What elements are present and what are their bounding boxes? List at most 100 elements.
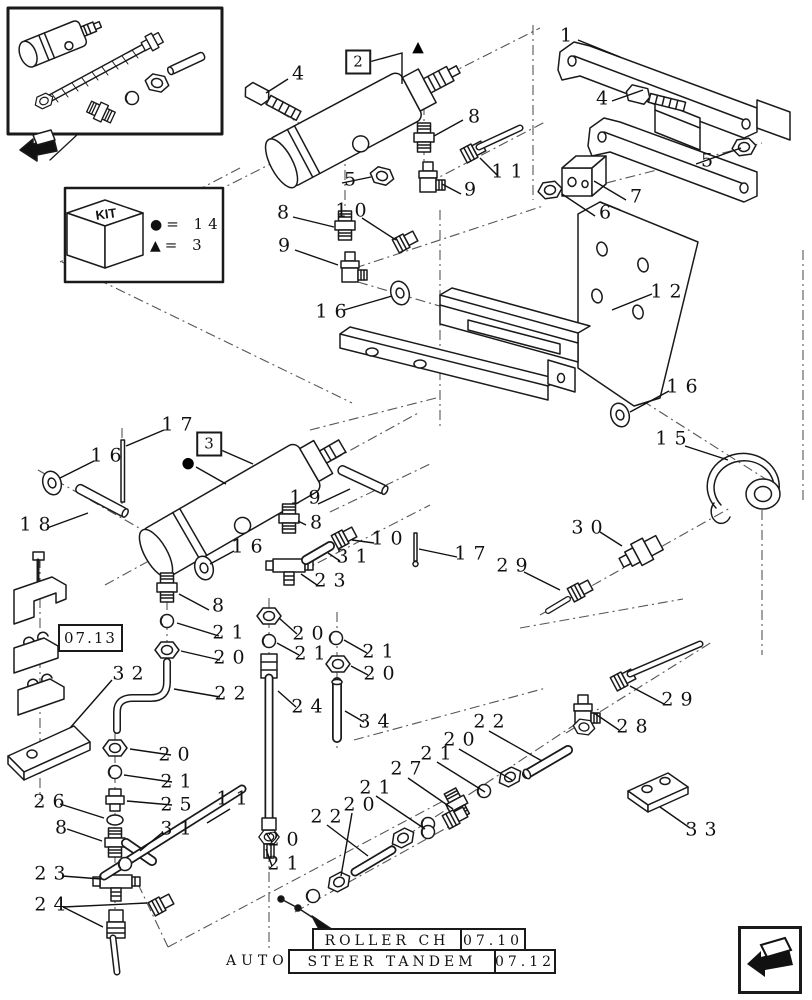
hose-end-24a	[106, 909, 126, 976]
part-callout-20: 20	[363, 662, 402, 685]
part-callout-8: 8	[54, 816, 75, 839]
part-callout-11: 11	[491, 160, 530, 183]
part-callout-21: 21	[267, 852, 306, 875]
pin-18	[75, 483, 129, 518]
boxed-callout-2: 2	[345, 49, 371, 75]
part-callout-20: 20	[158, 743, 197, 766]
fitting-30	[618, 534, 664, 569]
part-callout-11: 11	[216, 787, 255, 810]
kit-dot-marker: ●	[181, 453, 195, 472]
rod-19	[337, 465, 389, 496]
part-callout-24: 24	[34, 893, 73, 916]
part-callout-20: 20	[343, 793, 382, 816]
footer-roller-name[interactable]: ROLLER CH	[324, 932, 450, 949]
kit-legend-triangle-row: ▲= 3	[150, 236, 207, 254]
pin-17-left	[120, 439, 126, 503]
footer-row-roller[interactable]: ROLLER CH 07.10	[312, 928, 526, 953]
part-callout-31: 31	[160, 817, 199, 840]
part-callout-21: 21	[420, 742, 459, 765]
page-forward-button[interactable]	[738, 926, 802, 994]
footer-autosteer-ref[interactable]: 07.12	[494, 951, 554, 972]
s-tube-22	[113, 658, 171, 734]
part-callout-16: 16	[666, 375, 705, 398]
footer-autosteer-name[interactable]: STEER TANDEM	[307, 953, 477, 970]
part-callout-21: 21	[294, 642, 333, 665]
part-callout-29: 29	[661, 688, 700, 711]
triangle-symbol: ▲	[150, 238, 161, 254]
mount-bracket-12	[339, 201, 699, 407]
part-callout-24: 24	[291, 695, 330, 718]
part-callout-27: 27	[390, 757, 429, 780]
part-callout-10: 10	[371, 527, 410, 550]
part-callout-20: 20	[267, 828, 306, 851]
part-callout-29: 29	[496, 554, 535, 577]
part-callout-23: 23	[34, 862, 73, 885]
part-callout-15: 15	[655, 427, 694, 450]
page-forward-arrow-icon	[747, 936, 793, 977]
triangle-count: = 3	[164, 236, 207, 254]
bolt-4-left	[244, 81, 302, 122]
dot-symbol: ●	[150, 217, 163, 233]
part-callout-22: 22	[214, 682, 253, 705]
part-callout-21: 21	[362, 640, 401, 663]
part-callout-21: 21	[359, 776, 398, 799]
cylinder-3	[138, 439, 347, 579]
part-callout-5: 5	[343, 168, 364, 191]
part-callout-6: 6	[598, 201, 619, 224]
part-callout-18: 18	[19, 513, 58, 536]
part-callout-33: 33	[685, 818, 724, 841]
part-callout-22: 22	[310, 805, 349, 828]
kit-legend-box	[63, 186, 225, 284]
clamp-bracket-1	[557, 41, 791, 203]
cylinder-2	[264, 65, 461, 189]
mount-bar-32	[7, 725, 91, 781]
page-back-arrow-icon[interactable]	[19, 129, 79, 162]
part-callout-10: 10	[335, 199, 374, 222]
inset-braided-hose	[31, 29, 166, 112]
part-callout-9: 9	[463, 178, 484, 201]
footer-row-autosteer[interactable]: STEER TANDEM 07.12	[288, 949, 556, 974]
part-callout-19: 19	[289, 486, 328, 509]
leader-lines	[46, 39, 742, 928]
part-callout-20: 20	[292, 622, 331, 645]
plate-33	[627, 772, 689, 813]
kit-triangle-marker: ▲	[412, 37, 424, 56]
footer-prefix-auto: AUTO	[226, 953, 289, 969]
part-callout-16: 16	[231, 535, 270, 558]
part-callout-21: 21	[160, 770, 199, 793]
part-callout-8: 8	[211, 594, 232, 617]
part-callout-8: 8	[467, 105, 488, 128]
part-callout-8: 8	[309, 511, 330, 534]
hose-11	[99, 784, 247, 881]
part-callout-31: 31	[336, 545, 375, 568]
table-pointer-arrow	[277, 895, 334, 932]
pin-17-mid	[412, 532, 419, 568]
cross-ref-box[interactable]: 07.13	[58, 624, 123, 652]
part-callout-9: 9	[277, 234, 298, 257]
tube-34	[331, 677, 343, 743]
part-callout-7: 7	[629, 185, 650, 208]
boxed-callout-3: 3	[196, 431, 222, 457]
footer-roller-ref[interactable]: 07.10	[460, 930, 524, 951]
part-callout-17: 17	[454, 542, 493, 565]
part-callout-21: 21	[212, 621, 251, 644]
part-callout-17: 17	[161, 413, 200, 436]
hose-24	[258, 653, 280, 859]
dot-count: = 14	[166, 215, 223, 233]
part-callout-20: 20	[213, 646, 252, 669]
part-callout-20: 20	[443, 728, 482, 751]
part-callout-1: 1	[559, 24, 580, 47]
block-7	[561, 155, 607, 197]
part-callout-4: 4	[595, 87, 616, 110]
part-callout-26: 26	[33, 790, 72, 813]
part-callout-23: 23	[314, 569, 353, 592]
part-callout-8: 8	[276, 201, 297, 224]
part-callout-25: 25	[160, 793, 199, 816]
part-callout-16: 16	[90, 444, 129, 467]
cover-disc-15	[706, 452, 781, 525]
part-callout-30: 30	[571, 516, 610, 539]
kit-legend-dot-row: ●= 14	[150, 215, 223, 233]
part-callout-32: 32	[112, 662, 151, 685]
